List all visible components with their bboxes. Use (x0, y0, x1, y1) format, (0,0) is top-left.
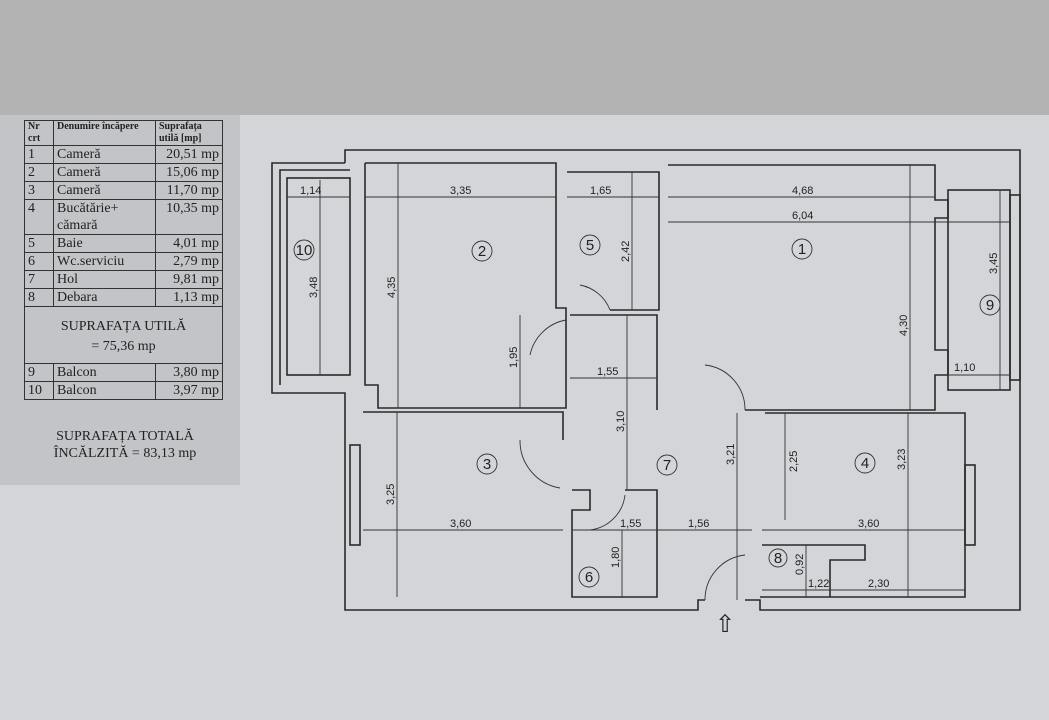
total-label: SUPRAFAȚA TOTALĂ (56, 429, 194, 444)
room-6 (571, 489, 658, 598)
room-2 (364, 162, 567, 409)
cell-name: Cameră (53, 163, 156, 182)
dim-label: 3,25 (385, 484, 397, 505)
room-number-markers (293, 234, 1001, 588)
header-name: Denumire încăpere (53, 120, 156, 146)
door-arc (579, 284, 611, 311)
room-area-table: Nr crt Denumire încăpere Suprafața utilă… (24, 120, 223, 400)
door-arc (589, 494, 626, 531)
room-9 (947, 189, 1011, 391)
dim-label: 3,10 (615, 411, 627, 432)
room-number-2: 2 (478, 243, 486, 260)
dim-label: 3,21 (725, 444, 737, 465)
dim-label: 1,55 (597, 366, 618, 378)
room-number-3: 3 (483, 456, 491, 473)
cell-area: 1,13 mp (155, 288, 223, 307)
dim-label: 1,95 (508, 347, 520, 368)
dim-label: 3,35 (450, 185, 471, 197)
cell-area: 10,35 mp (155, 199, 223, 235)
dim-label: 1,22 (808, 578, 829, 590)
outer-wall (344, 149, 1021, 611)
room-1 (668, 164, 949, 411)
dim-label: 4,68 (792, 185, 813, 197)
room-3 (363, 411, 564, 440)
dim-label: 6,04 (792, 210, 813, 222)
door-arc (519, 439, 561, 489)
hall-7 (570, 314, 658, 410)
room-4 (760, 412, 966, 598)
cell-area: 2,79 mp (155, 252, 223, 271)
dim-label: 1,10 (954, 362, 975, 374)
useful-area-cell: SUPRAFAȚA UTILĂ = 75,36 mp (24, 306, 223, 364)
cell-name: Cameră (53, 181, 156, 200)
dim-label: 3,60 (450, 518, 471, 530)
door-arc (529, 319, 567, 356)
useful-area-row: SUPRAFAȚA UTILĂ = 75,36 mp (24, 306, 223, 364)
room-number-9: 9 (986, 297, 994, 314)
cell-name: Balcon (53, 363, 156, 382)
cell-area: 11,70 mp (155, 181, 223, 200)
dim-label: 2,42 (620, 241, 632, 262)
dim-label: 3,48 (308, 277, 320, 298)
outer-wall (271, 162, 705, 611)
dim-label: 1,56 (688, 518, 709, 530)
door-arc (704, 554, 746, 601)
room-10 (286, 177, 351, 376)
cell-area: 15,06 mp (155, 163, 223, 182)
header-nr: Nr crt (24, 120, 54, 146)
dim-label: 1,55 (620, 518, 641, 530)
cell-area: 3,97 mp (155, 381, 223, 400)
dim-label: 4,35 (386, 277, 398, 298)
dim-label: 0,92 (794, 554, 806, 575)
door-arc (704, 364, 746, 411)
dim-label: 2,25 (788, 451, 800, 472)
dim-label: 3,23 (896, 449, 908, 470)
useful-area-label: SUPRAFAȚA UTILĂ (60, 319, 187, 334)
window (964, 464, 976, 546)
room-number-5: 5 (586, 237, 594, 254)
room-number-10: 10 (296, 242, 313, 259)
dim-label: 1,14 (300, 185, 321, 197)
dimension-lines (287, 163, 1010, 600)
dim-label: 3,45 (988, 253, 1000, 274)
dim-label: 1,65 (590, 185, 611, 197)
useful-area-value: = 75,36 mp (91, 339, 156, 354)
window (1009, 194, 1021, 381)
balcony-10-rail (279, 169, 350, 385)
room-5 (567, 171, 660, 311)
room-number-8: 8 (774, 550, 782, 567)
room-number-6: 6 (585, 569, 593, 586)
dim-label: 3,60 (858, 518, 879, 530)
room-8 (762, 544, 866, 597)
room-number-4: 4 (861, 455, 869, 472)
dim-label: 4,30 (898, 315, 910, 336)
dim-label: 2,30 (868, 578, 889, 590)
room-number-7: 7 (663, 457, 671, 474)
total-value: ÎNCĂLZITĂ = 83,13 mp (53, 446, 197, 461)
table-header: Nr crt Denumire încăpere Suprafața utilă… (24, 120, 223, 146)
entrance-arrow-icon: ⇧ (715, 611, 735, 638)
window (349, 444, 361, 546)
cell-area: 3,80 mp (155, 363, 223, 382)
total-heated-area: SUPRAFAȚA TOTALĂ ÎNCĂLZITĂ = 83,13 mp (24, 428, 226, 462)
cell-name: Wc.serviciu (53, 252, 156, 271)
background-top (0, 0, 1049, 115)
room-number-1: 1 (798, 241, 806, 258)
dim-label: 1,80 (610, 547, 622, 568)
cell-area: 9,81 mp (155, 270, 223, 289)
